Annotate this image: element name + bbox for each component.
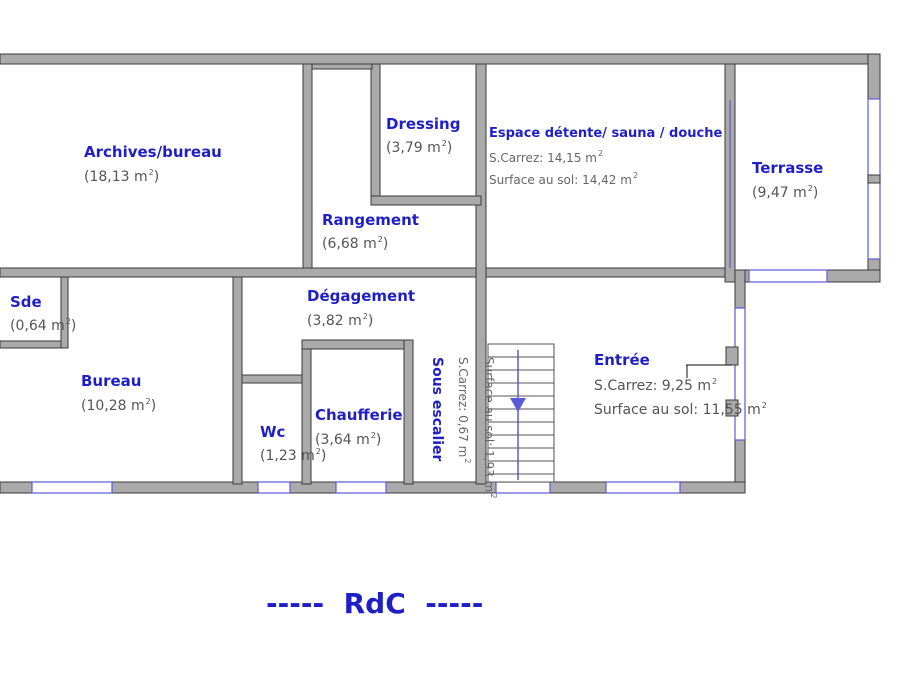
room-chaufferie-area: (3,64 m2): [315, 431, 382, 448]
stair-direction-arrow-icon: [510, 398, 526, 412]
room-dressing-name: Dressing: [386, 115, 461, 133]
room-degagement-area: (3,82 m2): [307, 312, 374, 329]
room-chaufferie-name: Chaufferie: [315, 406, 403, 424]
room-wc-name: Wc: [260, 423, 286, 441]
room-entree-sol: Surface au sol: 11,55 m2: [594, 401, 767, 418]
room-bureau-name: Bureau: [81, 372, 142, 390]
room-sde-name: Sde: [10, 293, 42, 311]
room-degagement-name: Dégagement: [307, 287, 416, 305]
room-espace-detente-carrez: S.Carrez: 14,15 m2: [489, 149, 604, 165]
room-dressing-area: (3,79 m2): [386, 139, 453, 156]
room-espace-detente-sol: Surface au sol: 14,42 m2: [489, 171, 639, 187]
room-terrasse-name: Terrasse: [752, 159, 824, 177]
room-espace-detente-name: Espace détente/ sauna / douche: [489, 126, 723, 141]
room-sous-escalier-sol: Surface au sol: 1,93 m2: [482, 357, 498, 499]
room-sous-escalier-carrez: S.Carrez: 0,67 m2: [456, 357, 472, 464]
room-sous-escalier-name: Sous escalier: [429, 357, 445, 462]
room-terrasse-area: (9,47 m2): [752, 184, 819, 201]
floor-title: ----- RdC -----: [266, 587, 484, 620]
room-sde-area: (0,64 m2): [10, 317, 77, 334]
room-rangement-name: Rangement: [322, 211, 419, 229]
room-archives-name: Archives/bureau: [84, 143, 222, 161]
staircase: [487, 343, 555, 483]
room-entree-carrez: S.Carrez: 9,25 m2: [594, 377, 718, 394]
room-archives-area: (18,13 m2): [84, 168, 160, 185]
room-wc-area: (1,23 m2): [260, 447, 327, 464]
room-bureau-area: (10,28 m2): [81, 397, 157, 414]
fixtures: [686, 100, 881, 417]
room-rangement-area: (6,68 m2): [322, 235, 389, 252]
windows: [31, 98, 881, 494]
room-entree-name: Entrée: [594, 351, 650, 369]
